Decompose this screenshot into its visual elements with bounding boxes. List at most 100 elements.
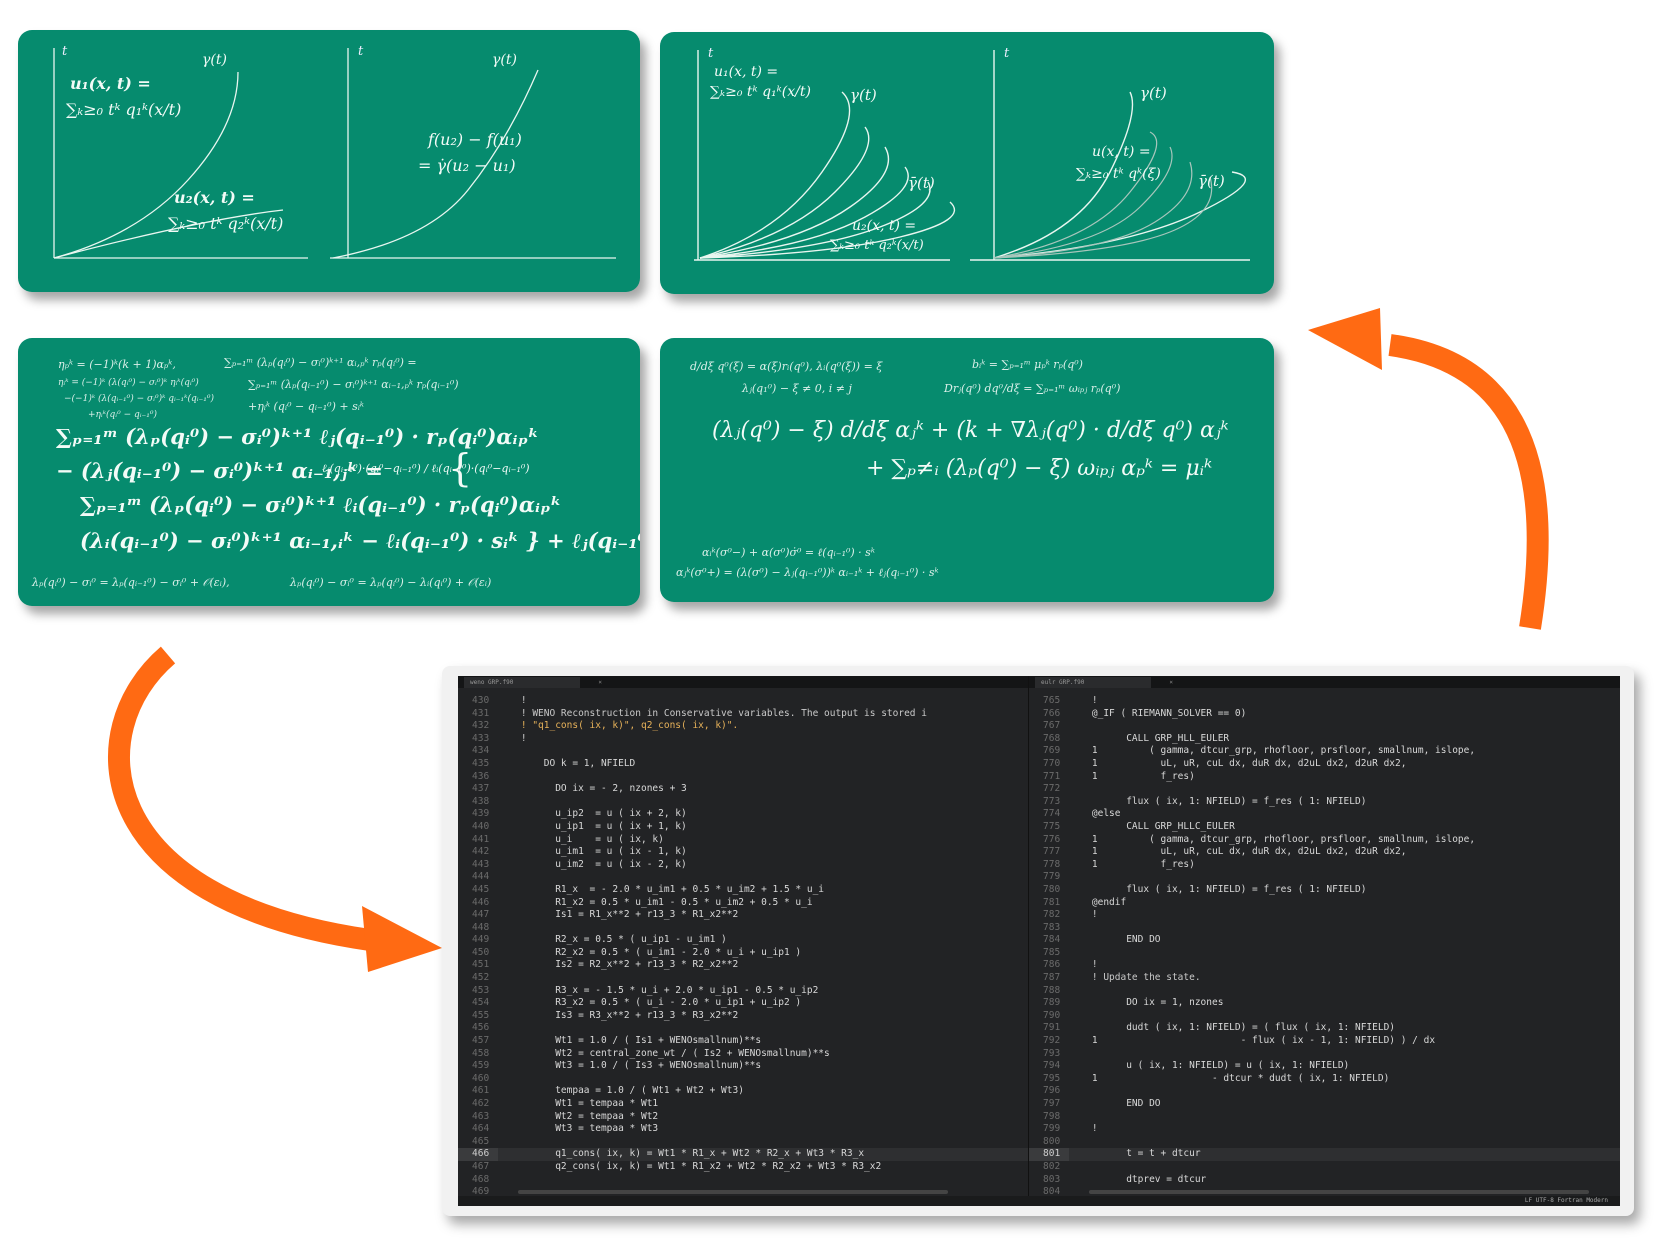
code-line[interactable]: 445 R1_x = - 2.0 * u_im1 + 0.5 * u_im2 +…: [458, 884, 1028, 897]
code-line[interactable]: 777 1 uL, uR, cuL dx, duR dx, d2uL dx2, …: [1029, 846, 1620, 859]
code-line[interactable]: 788: [1029, 985, 1620, 998]
code-line[interactable]: 453 R3_x = - 1.5 * u_i + 2.0 * u_ip1 - 0…: [458, 985, 1028, 998]
code-line[interactable]: 450 R2_x2 = 0.5 * ( u_im1 - 2.0 * u_i + …: [458, 947, 1028, 960]
code-line[interactable]: 790: [1029, 1010, 1620, 1023]
code-line[interactable]: 449 R2_x = 0.5 * ( u_ip1 - u_im1 ): [458, 934, 1028, 947]
code-line[interactable]: 785: [1029, 947, 1620, 960]
code-line[interactable]: 432 ! "q1_cons( ix, k)", q2_cons( ix, k)…: [458, 720, 1028, 733]
code-line[interactable]: 464 Wt3 = tempaa * Wt3: [458, 1123, 1028, 1136]
code-line[interactable]: 431 ! WENO Reconstruction in Conservativ…: [458, 708, 1028, 721]
close-icon[interactable]: ×: [598, 679, 602, 686]
horizontal-scrollbar[interactable]: [518, 1190, 948, 1194]
code-line[interactable]: 772: [1029, 783, 1620, 796]
code-line[interactable]: 766 @_IF ( RIEMANN_SOLVER == 0): [1029, 708, 1620, 721]
code-line[interactable]: 765 !: [1029, 695, 1620, 708]
code-line[interactable]: 438: [458, 796, 1028, 809]
code-line[interactable]: 469: [458, 1186, 1028, 1199]
code-line[interactable]: 446 R1_x2 = 0.5 * u_im1 - 0.5 * u_im2 + …: [458, 897, 1028, 910]
line-number: 462: [472, 1098, 490, 1109]
code-line[interactable]: 434: [458, 745, 1028, 758]
code-line[interactable]: 769 1 ( gamma, dtcur_grp, rhofloor, prsf…: [1029, 745, 1620, 758]
code-line[interactable]: 793: [1029, 1048, 1620, 1061]
code-line[interactable]: 800: [1029, 1136, 1620, 1149]
code-line[interactable]: 771 1 f_res): [1029, 771, 1620, 784]
code-line[interactable]: 775 CALL GRP_HLLC_EULER: [1029, 821, 1620, 834]
code-line[interactable]: 791 dudt ( ix, 1: NFIELD) = ( flux ( ix,…: [1029, 1022, 1620, 1035]
line-number: 788: [1043, 984, 1061, 996]
line-number: 766: [1043, 707, 1061, 719]
code-line[interactable]: 458 Wt2 = central_zone_wt / ( Is2 + WENO…: [458, 1048, 1028, 1061]
close-icon[interactable]: ×: [1169, 679, 1173, 686]
code-line[interactable]: 787 ! Update the state.: [1029, 972, 1620, 985]
code-line[interactable]: 455 Is3 = R3_x**2 + r13_3 * R3_x2**2: [458, 1010, 1028, 1023]
code-line[interactable]: 798: [1029, 1111, 1620, 1124]
code-line[interactable]: 435 DO k = 1, NFIELD: [458, 758, 1028, 771]
horizontal-scrollbar[interactable]: [1089, 1190, 1589, 1194]
code-line[interactable]: 437 DO ix = - 2, nzones + 3: [458, 783, 1028, 796]
code-line[interactable]: 789 DO ix = 1, nzones: [1029, 997, 1620, 1010]
code-line[interactable]: 460: [458, 1073, 1028, 1086]
code-line[interactable]: 794 u ( ix, 1: NFIELD) = u ( ix, 1: NFIE…: [1029, 1060, 1620, 1073]
code-line[interactable]: 459 Wt3 = 1.0 / ( Is3 + WENOsmallnum)**s: [458, 1060, 1028, 1073]
code-line[interactable]: 442 u_im1 = u ( ix - 1, k): [458, 846, 1028, 859]
editor-pane-right[interactable]: eulr GRP.f90 × 765 !766 @_IF ( RIEMANN_S…: [1029, 676, 1620, 1206]
code-line[interactable]: 803 dtprev = dtcur: [1029, 1174, 1620, 1187]
pane-divider[interactable]: [1028, 676, 1029, 1206]
code-line[interactable]: 454 R3_x2 = 0.5 * ( u_i - 2.0 * u_ip1 + …: [458, 997, 1028, 1010]
code-line[interactable]: 783: [1029, 922, 1620, 935]
code-line[interactable]: 430 !: [458, 695, 1028, 708]
code-line[interactable]: 436: [458, 771, 1028, 784]
tab-weno-file[interactable]: weno GRP.f90 ×: [464, 677, 602, 688]
code-line[interactable]: 801 t = t + dtcur: [1029, 1148, 1620, 1161]
line-text: DO k = 1, NFIELD: [498, 757, 636, 769]
code-line[interactable]: 781 @endif: [1029, 897, 1620, 910]
code-line[interactable]: 440 u_ip1 = u ( ix + 1, k): [458, 821, 1028, 834]
code-line[interactable]: 776 1 ( gamma, dtcur_grp, rhofloor, prsf…: [1029, 834, 1620, 847]
code-line[interactable]: 802: [1029, 1161, 1620, 1174]
code-line[interactable]: 457 Wt1 = 1.0 / ( Is1 + WENOsmallnum)**s: [458, 1035, 1028, 1048]
code-line[interactable]: 784 END DO: [1029, 934, 1620, 947]
code-line[interactable]: 452: [458, 972, 1028, 985]
code-line[interactable]: 799 !: [1029, 1123, 1620, 1136]
code-line[interactable]: 767: [1029, 720, 1620, 733]
code-line[interactable]: 782 !: [1029, 909, 1620, 922]
code-line[interactable]: 443 u_im2 = u ( ix - 2, k): [458, 859, 1028, 872]
code-lines-left[interactable]: 430 !431 ! WENO Reconstruction in Conser…: [458, 695, 1028, 1199]
code-line[interactable]: 779: [1029, 871, 1620, 884]
code-line[interactable]: 462 Wt1 = tempaa * Wt1: [458, 1098, 1028, 1111]
code-line[interactable]: 439 u_ip2 = u ( ix + 2, k): [458, 808, 1028, 821]
code-line[interactable]: 778 1 f_res): [1029, 859, 1620, 872]
code-line[interactable]: 768 CALL GRP_HLL_EULER: [1029, 733, 1620, 746]
code-line[interactable]: 448: [458, 922, 1028, 935]
code-line[interactable]: 774 @else: [1029, 808, 1620, 821]
code-line[interactable]: 456: [458, 1022, 1028, 1035]
code-line[interactable]: 795 1 - dtcur * dudt ( ix, 1: NFIELD): [1029, 1073, 1620, 1086]
code-line[interactable]: 786 !: [1029, 959, 1620, 972]
code-line[interactable]: 780 flux ( ix, 1: NFIELD) = f_res ( 1: N…: [1029, 884, 1620, 897]
code-editor[interactable]: weno GRP.f90 × 430 !431 ! WENO Reconstru…: [458, 676, 1620, 1206]
line-text: 1 ( gamma, dtcur_grp, rhofloor, prsfloor…: [1069, 745, 1476, 757]
code-line[interactable]: 773 flux ( ix, 1: NFIELD) = f_res ( 1: N…: [1029, 796, 1620, 809]
code-line[interactable]: 451 Is2 = R2_x**2 + r13_3 * R2_x2**2: [458, 959, 1028, 972]
code-line[interactable]: 804: [1029, 1186, 1620, 1199]
code-line[interactable]: 433 !: [458, 733, 1028, 746]
tab-eulr-file[interactable]: eulr GRP.f90 ×: [1035, 677, 1173, 688]
code-line[interactable]: 770 1 uL, uR, cuL dx, duR dx, d2uL dx2, …: [1029, 758, 1620, 771]
code-line[interactable]: 447 Is1 = R1_x**2 + r13_3 * R1_x2**2: [458, 909, 1028, 922]
code-line[interactable]: 441 u_i = u ( ix, k): [458, 834, 1028, 847]
code-line[interactable]: 463 Wt2 = tempaa * Wt2: [458, 1111, 1028, 1124]
code-line[interactable]: 468: [458, 1174, 1028, 1187]
line-text: !: [1069, 959, 1098, 971]
editor-pane-left[interactable]: weno GRP.f90 × 430 !431 ! WENO Reconstru…: [458, 676, 1028, 1206]
code-line[interactable]: 465: [458, 1136, 1028, 1149]
code-line[interactable]: 796: [1029, 1085, 1620, 1098]
code-line[interactable]: 444: [458, 871, 1028, 884]
code-line[interactable]: 466 q1_cons( ix, k) = Wt1 * R1_x + Wt2 *…: [458, 1148, 1028, 1161]
code-line[interactable]: 797 END DO: [1029, 1098, 1620, 1111]
code-line[interactable]: 792 1 - flux ( ix - 1, 1: NFIELD) ) / dx: [1029, 1035, 1620, 1048]
line-text: 1 - flux ( ix - 1, 1: NFIELD) ) / dx: [1069, 1035, 1436, 1047]
code-line[interactable]: 467 q2_cons( ix, k) = Wt1 * R1_x2 + Wt2 …: [458, 1161, 1028, 1174]
code-line[interactable]: 461 tempaa = 1.0 / ( Wt1 + Wt2 + Wt3): [458, 1085, 1028, 1098]
